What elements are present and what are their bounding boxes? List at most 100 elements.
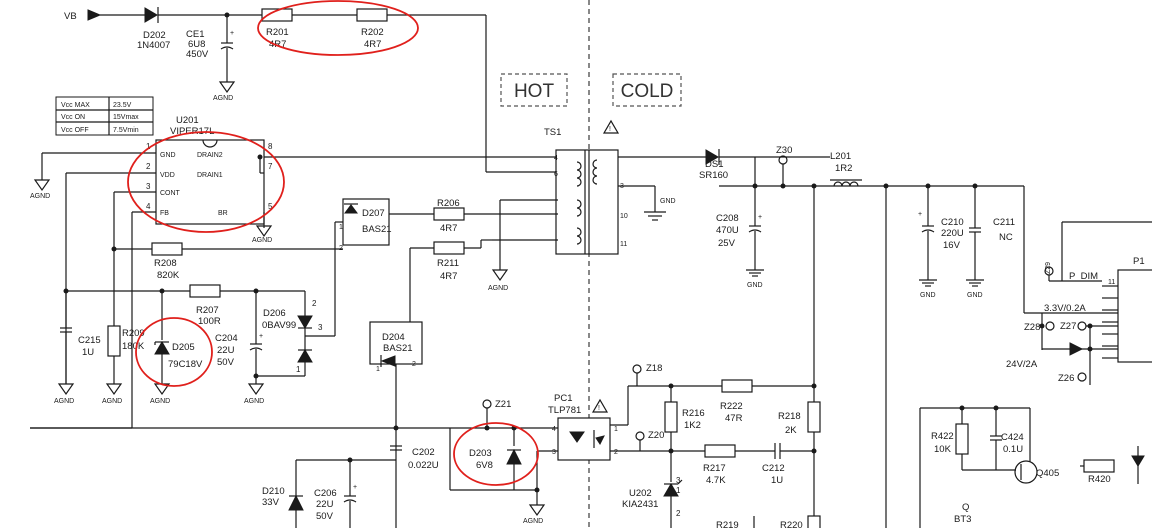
d204-pin-2: 2 [412,361,416,368]
r202-value: 4R7 [364,39,381,50]
c204-rating: 50V [217,357,235,368]
ce1-ref: CE1 [186,29,204,40]
r206-value: 4R7 [440,223,457,234]
d206-pin-2: 2 [312,299,317,308]
pc1-ref: PC1 [554,393,572,404]
d210-zener-symbol [288,494,304,511]
ts1-ref: TS1 [544,127,561,138]
ts1-aux-agnd: AGND [488,285,508,292]
r211-resistor [433,241,465,255]
d204-diode-symbol [380,355,396,367]
highlight-d205 [135,317,213,387]
d203-ref: D203 [469,448,492,459]
svg-text:!: ! [598,405,600,412]
u201-pinnum-8: 8 [268,142,273,151]
svg-text:+: + [758,214,762,221]
p-dim-label: P_DIM [1069,271,1098,282]
hot-label: HOT [514,81,555,102]
u201-pinnum-4: 4 [146,202,151,211]
ds1-value: SR160 [699,170,728,181]
pc1-pin-4: 4 [552,426,556,433]
r217-ref: R217 [703,463,726,474]
c210-rating: 16V [943,240,961,251]
u201-pin-cont: CONT [160,190,181,197]
z21-ref: Z21 [495,399,511,410]
vcc-table-r1-val: 15Vmax [113,114,139,121]
c424-ref: C424 [1001,432,1024,443]
c206-rating: 50V [316,511,334,522]
r209-value: 180K [122,341,145,352]
bt3-ref: Q [962,502,969,513]
z27-ref: Z27 [1060,321,1076,332]
c204-value: 22U [217,345,235,356]
r420-resistor [1083,459,1115,473]
pc1-pin-1: 1 [614,426,618,433]
d206-value: 0BAV99 [262,320,296,331]
d206-pin-1: 1 [296,365,301,374]
r420-ref: R420 [1088,474,1111,485]
highlight-d203 [453,422,539,486]
d204-pin-1: 1 [376,366,380,373]
c215-value: 1U [82,347,94,358]
d202-ref: D202 [143,30,166,41]
r217-value: 4.7K [706,475,726,486]
vcc-table-r2-val: 7.5Vmin [113,127,139,134]
u202-pin-3: 3 [676,476,681,485]
r208-resistor [151,242,183,256]
l201-ref: L201 [830,151,851,162]
r211-ref: R211 [437,258,459,269]
cold-label: COLD [621,81,674,102]
ts1-pin-a: 4 [554,155,558,162]
u201-ref: U201 [176,115,199,126]
u201-pinnum-5: 5 [268,202,273,211]
c211-gnd: GND [967,292,983,299]
c208-value: 470U [716,225,739,236]
r209-ref: R209 [122,328,145,339]
r207-ref: R207 [196,305,219,316]
z26-testpoint [1077,372,1087,382]
z27-testpoint [1077,321,1087,331]
u201-part: VIPER17L [170,126,214,137]
d204-ref: D204 [382,332,405,343]
u201-pin-drain2: DRAIN2 [197,152,223,159]
r222-ref: R222 [720,401,743,412]
v33-label: 3.3V/0.2A [1044,303,1086,314]
d205-agnd: AGND [150,398,170,405]
c206-value: 22U [316,499,334,510]
c202-value: 0.022U [408,460,439,471]
r422-ref: R422 [931,431,954,442]
c212-ref: C212 [762,463,785,474]
u202-pin-1: 1 [676,486,681,495]
r220-resistor [807,515,821,528]
d207-diode-symbol [344,204,358,214]
r211-value: 4R7 [440,271,457,282]
r206-resistor [433,207,465,221]
ds1-diode-symbol [705,149,719,165]
vcc-table-r0-key: Vcc MAX [61,102,90,109]
r216-resistor [664,401,678,433]
pc1-warning-icon [591,398,609,413]
d210-ref: D210 [262,486,285,497]
ts1-warning-icon [602,119,620,134]
r222-resistor [721,379,753,393]
u201-pin-gnd: GND [160,152,176,159]
c204-ref: C204 [215,333,238,344]
ds1-ref: DS1 [705,159,723,170]
r216-ref: R216 [682,408,705,419]
d204-value: BAS21 [383,343,413,354]
c215-ref: C215 [78,335,101,346]
c208-gnd: GND [747,282,763,289]
svg-text:+: + [230,30,234,37]
c208-ref: C208 [716,213,739,224]
ce1-agnd-symbol [218,81,236,94]
c206-ref: C206 [314,488,337,499]
bt3-value: BT3 [954,514,971,525]
r220-ref: R220 [780,520,803,528]
pc1-pin-3: 3 [552,449,556,456]
u201-pinnum-2: 2 [146,162,151,171]
d207-ref: D207 [362,208,385,219]
d206-pin-3: 3 [318,323,323,332]
r206-ref: R206 [437,198,460,209]
ts1-pin-b: 6 [554,171,558,178]
